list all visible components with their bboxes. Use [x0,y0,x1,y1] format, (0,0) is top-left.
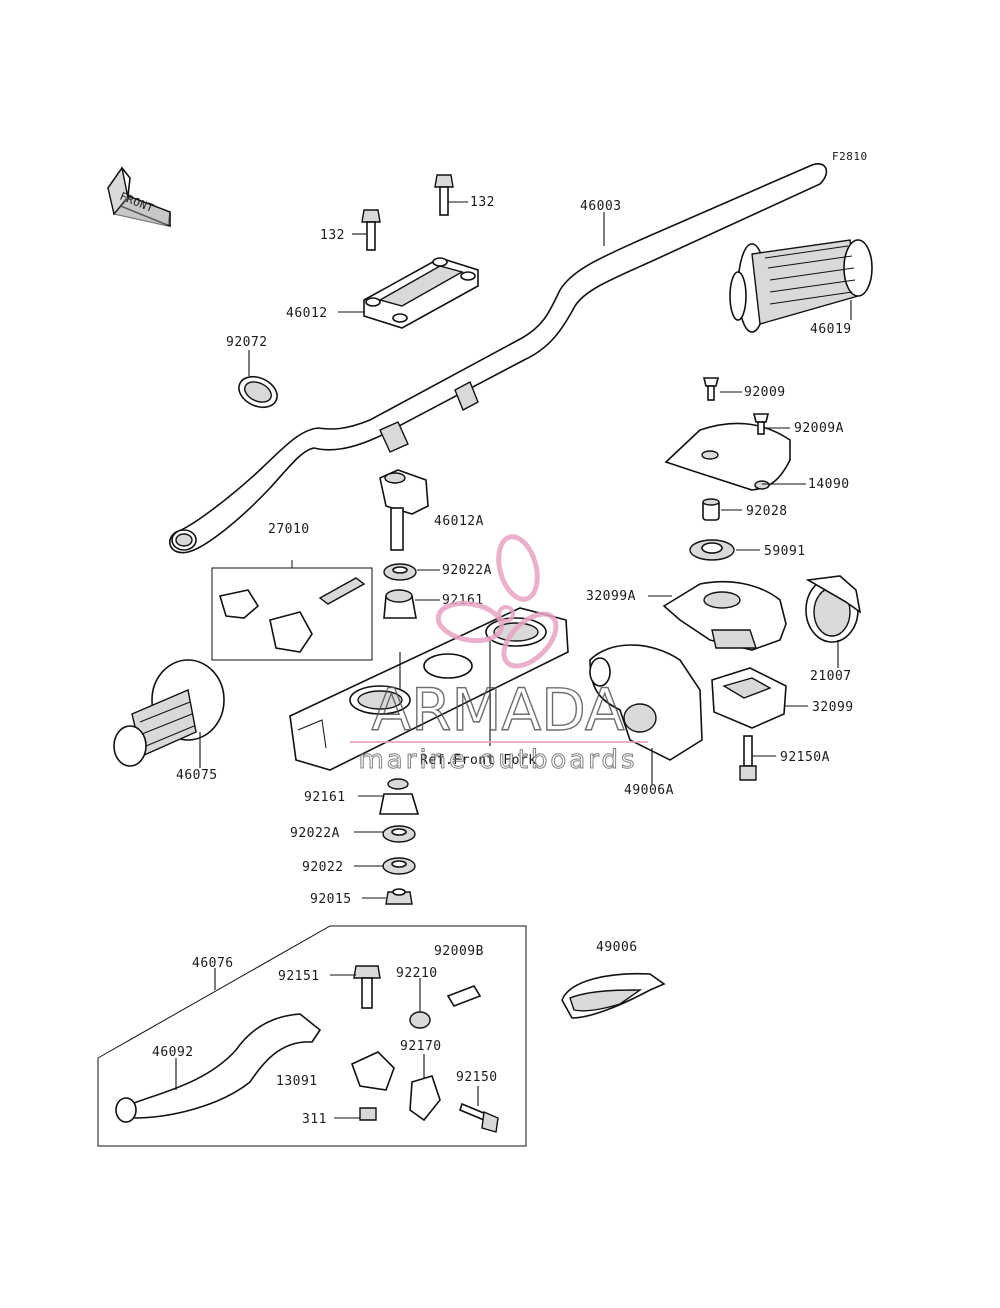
nut-92015 [385,888,413,905]
label-92015: 92015 [310,892,352,907]
part-labels: 132 132 46003 46012 46019 92072 92009 92… [152,195,854,1127]
washer-92022 [382,857,416,875]
label-13091: 13091 [276,1074,318,1089]
label-92151: 92151 [278,969,320,984]
front-arrow-icon: FRONT [106,166,171,228]
label-21007: 21007 [810,669,852,684]
label-92150A: 92150A [780,750,830,765]
right-grip [729,239,873,333]
label-32099A: 32099A [586,589,636,604]
label-46012A: 46012A [434,514,484,529]
throttle-housing-lower [711,667,787,729]
bolt-132-left [361,209,381,251]
switch-assembly [211,560,373,661]
bolt-132-right [434,174,454,216]
diagram-code: F2810 [832,150,868,163]
label-92009A: 92009A [794,421,844,436]
collar-92028 [702,498,720,521]
label-49006: 49006 [596,940,638,955]
label-132-left: 132 [320,228,345,243]
label-59091: 59091 [764,544,806,559]
label-32099: 32099 [812,700,854,715]
left-grip [113,659,225,767]
label-92028: 92028 [746,504,788,519]
label-92170: 92170 [400,1039,442,1054]
label-46019: 46019 [810,322,852,337]
throttle-housing-upper [662,580,787,651]
throttle-tube [805,575,862,643]
label-92022A-top: 92022A [442,563,492,578]
propeller-logo-icon [435,534,559,669]
housing-49006A [589,644,703,761]
label-132-right: 132 [470,195,495,210]
label-49006A: 49006A [624,783,674,798]
label-92009: 92009 [744,385,786,400]
label-311: 311 [302,1112,327,1127]
handlebar [168,163,828,554]
upper-clamp [363,257,479,329]
watermark: ARMADA marine outboards [350,534,648,776]
label-92009B: 92009B [434,944,484,959]
watermark-brand: ARMADA [371,676,624,744]
label-46075: 46075 [176,768,218,783]
label-92072: 92072 [226,335,268,350]
label-92210: 92210 [396,966,438,981]
label-46012: 46012 [286,306,328,321]
label-46076: 46076 [192,956,234,971]
screw-92009A [752,413,770,435]
watermark-tagline: marine outboards [358,745,637,775]
clip-92072 [238,375,278,409]
label-92150: 92150 [456,1070,498,1085]
washer-92022A-bottom [382,825,416,843]
label-46003: 46003 [580,199,622,214]
pulley-59091 [689,539,735,561]
cover-49006 [561,972,666,1019]
clutch-lever-assembly [97,925,527,1147]
leader-lines [175,201,852,1119]
reference-note: Ref.Front Fork [420,753,537,768]
washer-92022A-top [383,563,417,581]
bushing-92161-top [383,589,417,619]
label-14090: 14090 [808,477,850,492]
label-92022A-bottom: 92022A [290,826,340,841]
screw-92009 [702,377,720,401]
fork-top-bridge [289,607,569,771]
label-92161-bottom: 92161 [304,790,346,805]
label-46092: 46092 [152,1045,194,1060]
lower-holder [379,469,429,551]
label-92022: 92022 [302,860,344,875]
bolt-92150A [739,735,757,781]
throttle-cover [664,422,791,491]
bushing-92161-bottom [379,778,420,815]
label-27010: 27010 [268,522,310,537]
